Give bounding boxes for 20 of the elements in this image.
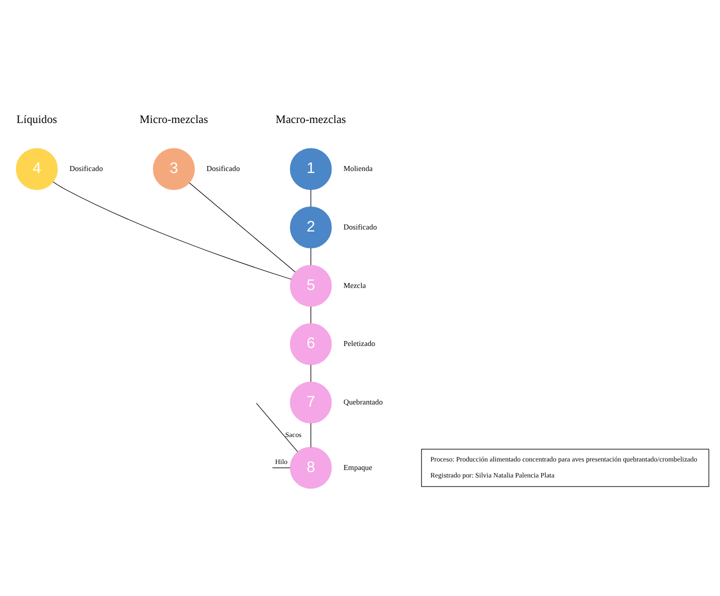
node-circle: 8 — [290, 446, 332, 488]
label: Micro-mezclas — [140, 113, 208, 126]
node-circle: 7 — [290, 381, 332, 423]
node-circle: 3 — [152, 148, 195, 190]
connector — [310, 422, 312, 447]
connector — [310, 364, 312, 382]
connector — [256, 402, 298, 452]
connector — [188, 182, 296, 272]
connector — [272, 467, 290, 468]
node-circle: 5 — [290, 264, 332, 306]
node-circle: 6 — [290, 322, 332, 365]
node-circle: 1 — [290, 148, 332, 190]
node-circle: 2 — [290, 206, 332, 248]
connector — [310, 247, 312, 265]
connector — [52, 181, 292, 280]
connector — [310, 306, 312, 324]
label: Líquidos — [16, 113, 58, 126]
label: Macro-mezclas — [276, 113, 346, 126]
connector — [310, 189, 312, 206]
node-circle: 4 — [16, 148, 58, 190]
